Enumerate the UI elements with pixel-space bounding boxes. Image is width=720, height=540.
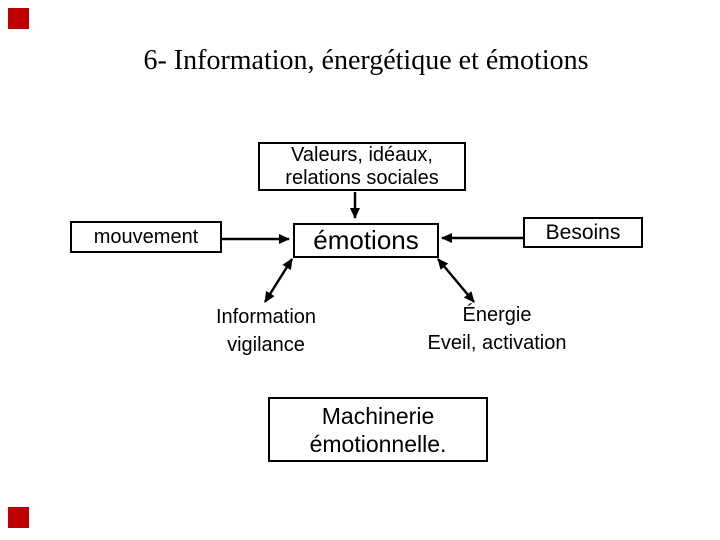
label-information: Information vigilance <box>186 303 346 359</box>
arrow-emotions-energie-two-way <box>437 258 475 303</box>
label-energie: Énergie Eveil, activation <box>417 301 577 357</box>
label-energie-line2: Eveil, activation <box>427 332 567 354</box>
arrow-emotions-information-two-way <box>263 258 294 303</box>
node-emotions-label: émotions <box>313 225 419 255</box>
node-machinerie: Machinerie émotionnelle. <box>268 397 488 462</box>
node-machinerie-line1: Machinerie <box>321 402 435 429</box>
node-valeurs: Valeurs, idéaux, relations sociales <box>258 142 466 191</box>
label-information-line1: Information <box>215 306 317 328</box>
red-corner-marker-top[interactable] <box>8 8 29 29</box>
node-machinerie-line2: émotionnelle. <box>309 430 447 457</box>
node-mouvement: mouvement <box>70 221 222 253</box>
node-besoins: Besoins <box>523 217 643 248</box>
node-mouvement-label: mouvement <box>93 225 199 248</box>
slide-title: 6- Information, énergétique et émotions <box>143 45 589 76</box>
node-besoins-label: Besoins <box>545 220 621 244</box>
label-information-line2: vigilance <box>227 334 305 356</box>
node-emotions: émotions <box>293 223 439 258</box>
red-corner-marker-bottom[interactable] <box>8 507 29 528</box>
node-valeurs-line2: relations sociales <box>285 166 439 189</box>
node-valeurs-line1: Valeurs, idéaux, <box>291 143 433 166</box>
label-energie-line1: Énergie <box>462 304 532 326</box>
